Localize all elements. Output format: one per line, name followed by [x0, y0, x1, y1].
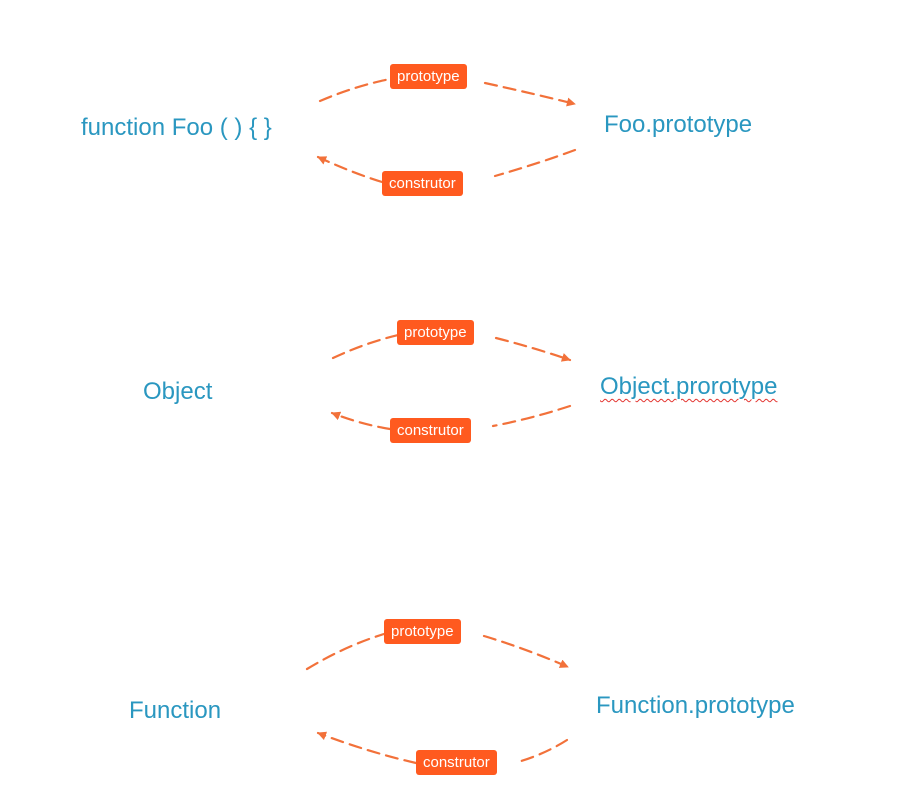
prototype-arrow: [331, 333, 400, 360]
prototype-arrow: [318, 77, 392, 103]
constructor-label: construtor: [390, 418, 471, 443]
prototype-arrow: [483, 81, 577, 107]
constructor-arrow: [316, 731, 418, 765]
constructor-arrow: [330, 411, 392, 431]
prototype-arrow: [494, 336, 572, 362]
node-object-prototype: Object.prorotype: [600, 373, 778, 400]
constructor-arrow: [316, 155, 384, 184]
node-object: Object: [143, 378, 213, 405]
constructor-arrow: [491, 404, 572, 428]
prototype-arrow: [482, 634, 570, 669]
node-function: Function: [129, 697, 222, 724]
node-foo-function: function Foo ( ) { }: [81, 114, 272, 141]
prototype-label: prototype: [384, 619, 461, 644]
constructor-arrow: [493, 148, 577, 178]
prototype-arrow: [305, 632, 386, 671]
prototype-label: prototype: [390, 64, 467, 89]
constructor-label: construtor: [416, 750, 497, 775]
constructor-arrow: [516, 738, 569, 764]
node-function-prototype: Function.prototype: [596, 692, 795, 719]
prototype-label: prototype: [397, 320, 474, 345]
node-foo-prototype: Foo.prototype: [604, 111, 753, 138]
constructor-label: construtor: [382, 171, 463, 196]
